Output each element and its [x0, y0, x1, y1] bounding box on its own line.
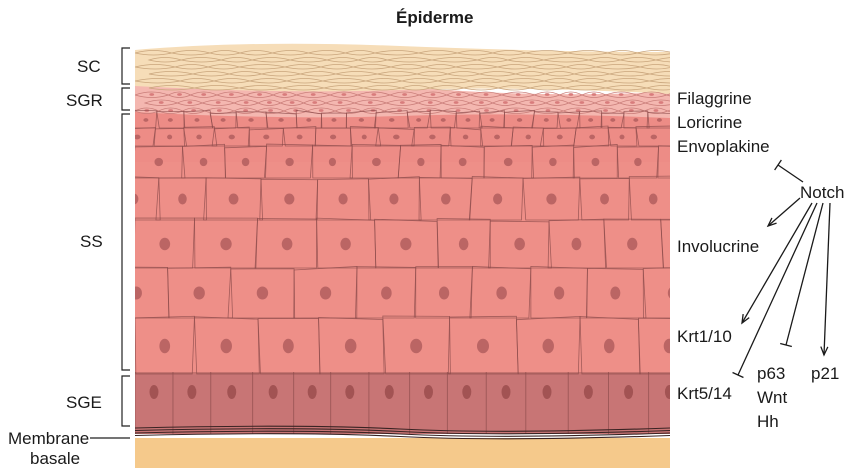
bracket-sgr — [122, 88, 130, 110]
basal-layer — [135, 372, 670, 434]
label-sge: SGE — [66, 393, 102, 413]
bracket-sge — [122, 376, 130, 426]
marker-envoplakine: Envoplakine — [677, 137, 770, 157]
arrow-head — [742, 314, 749, 323]
marker-wnt: Wnt — [757, 388, 787, 408]
marker-notch: Notch — [800, 183, 844, 203]
marker-loricrine: Loricrine — [677, 113, 742, 133]
edge-notch-p21 — [824, 203, 830, 355]
inhibition-bar — [733, 372, 744, 377]
diagram-title: Épiderme — [396, 8, 473, 28]
edge-notch-krt1-10 — [742, 203, 812, 323]
edge-notch-p63 — [786, 203, 823, 345]
edge-notch-krt5-14 — [738, 203, 817, 375]
label-sgr: SGR — [66, 91, 103, 111]
edge-notch-involucrine — [768, 198, 800, 226]
bracket-sc — [122, 48, 130, 84]
dermis — [135, 438, 670, 468]
bracket-ss — [122, 114, 130, 370]
edge-notch-envoplakine — [778, 165, 803, 182]
marker-hh: Hh — [757, 412, 779, 432]
marker-p21: p21 — [811, 364, 839, 384]
label-sc: SC — [77, 57, 101, 77]
label-ss: SS — [80, 232, 103, 252]
label-membrane: Membrane — [8, 429, 89, 449]
marker-filaggrine: Filaggrine — [677, 89, 752, 109]
marker-krt5-14: Krt5/14 — [677, 384, 732, 404]
inhibition-bar — [775, 160, 782, 170]
marker-krt1-10: Krt1/10 — [677, 327, 732, 347]
marker-involucrine: Involucrine — [677, 237, 759, 257]
label-basale: basale — [30, 449, 80, 469]
marker-p63: p63 — [757, 364, 785, 384]
